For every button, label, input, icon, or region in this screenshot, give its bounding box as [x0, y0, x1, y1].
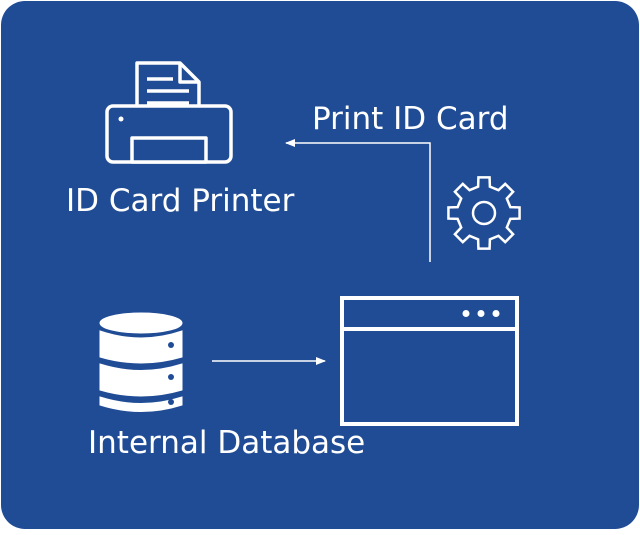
database-label: Internal Database	[88, 425, 366, 461]
printer-label: ID Card Printer	[66, 183, 295, 219]
gear-icon	[447, 176, 521, 250]
printer-icon	[105, 61, 233, 164]
database-icon	[99, 312, 183, 412]
print-connector-arrow	[285, 139, 431, 262]
application-window-icon	[340, 296, 519, 426]
gear-outline	[447, 176, 521, 250]
print-id-card-label: Print ID Card	[312, 101, 509, 137]
